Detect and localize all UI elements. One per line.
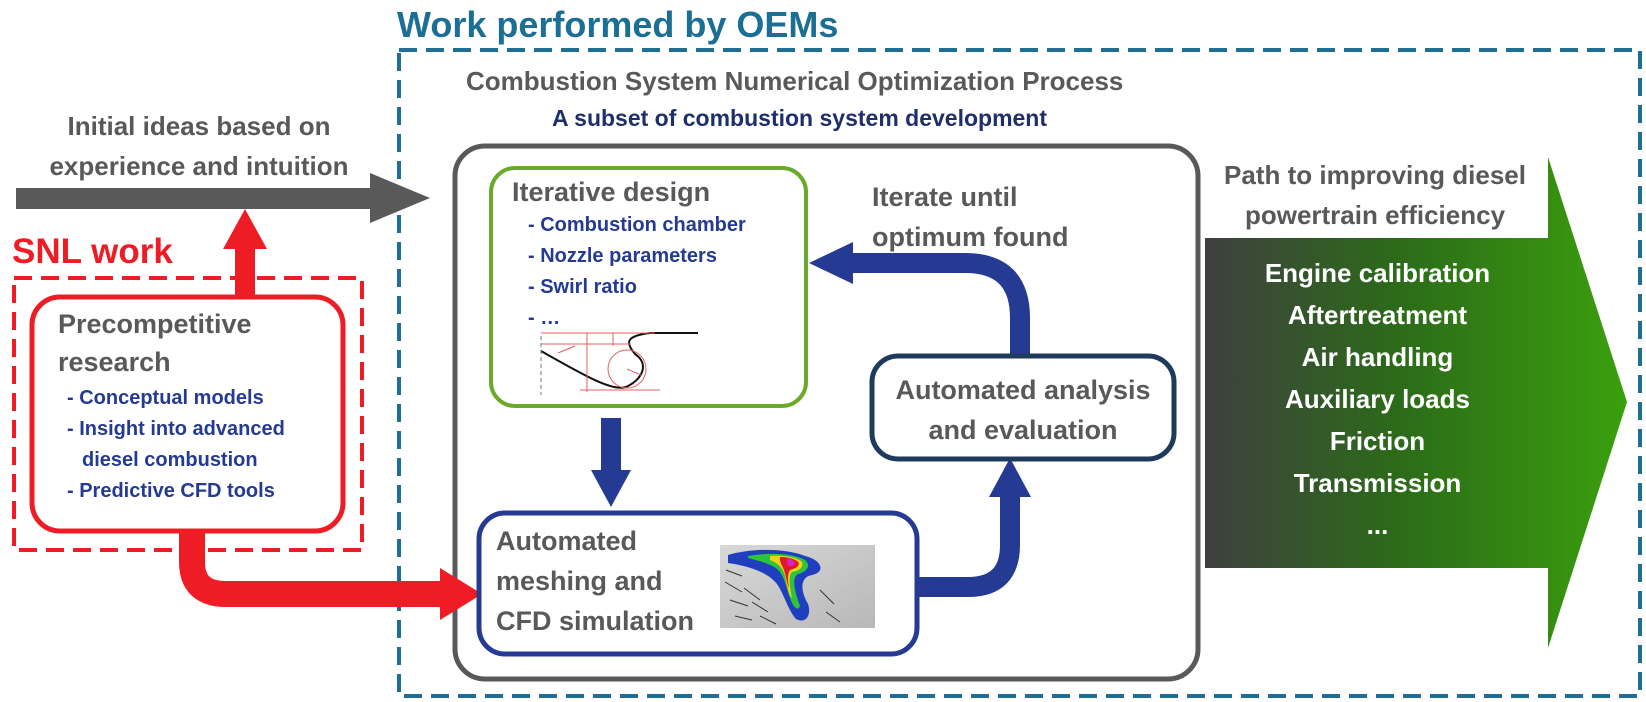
snl-up-arrow-head bbox=[223, 209, 267, 249]
list-item: ... bbox=[1366, 510, 1389, 540]
meshing-line3: CFD simulation bbox=[496, 606, 695, 636]
iterative-design-list: - Combustion chamber - Nozzle parameters… bbox=[528, 210, 746, 334]
meshing-to-analysis-arrow-head bbox=[989, 458, 1031, 497]
list-item: - Combustion chamber bbox=[528, 214, 746, 236]
precompetitive-box bbox=[29, 294, 346, 534]
list-item: Engine calibration bbox=[1264, 258, 1491, 288]
snl-to-meshing-arrow bbox=[179, 531, 448, 607]
meshing-line1: Automated bbox=[496, 526, 637, 556]
list-item: Auxiliary loads bbox=[1285, 384, 1470, 414]
cfd-plot-image bbox=[720, 545, 875, 628]
process-subtitle: A subset of combustion system developmen… bbox=[552, 105, 1048, 131]
analysis-line2: and evaluation bbox=[928, 415, 1118, 445]
analysis-line1: Automated analysis bbox=[895, 375, 1151, 405]
piston-bowl-sketch bbox=[540, 332, 698, 395]
list-item: - Predictive CFD tools bbox=[67, 480, 275, 502]
analysis-to-iterative-arrow bbox=[848, 253, 1030, 355]
oem-title: Work performed by OEMs bbox=[397, 4, 839, 45]
precompetitive-title-line2: research bbox=[58, 347, 171, 377]
down-arrow-shaft bbox=[601, 418, 621, 473]
initial-ideas-arrow-head bbox=[370, 173, 430, 223]
initial-ideas-arrow-shaft bbox=[16, 188, 378, 209]
precompetitive-title-line1: Precompetitive bbox=[58, 309, 252, 339]
iterate-line1: Iterate until bbox=[872, 182, 1018, 212]
meshing-line2: meshing and bbox=[496, 566, 663, 596]
efficiency-title-line1: Path to improving diesel bbox=[1224, 160, 1526, 190]
snl-work-label: SNL work bbox=[12, 232, 173, 271]
list-item: Transmission bbox=[1293, 468, 1462, 498]
meshing-to-analysis-arrow bbox=[917, 493, 1020, 597]
efficiency-path-arrow bbox=[1205, 157, 1627, 648]
analysis-to-iterative-arrow-head bbox=[809, 242, 853, 284]
list-item: - Insight into advanced bbox=[67, 418, 285, 440]
list-item: - Nozzle parameters bbox=[528, 245, 717, 267]
efficiency-title-line2: powertrain efficiency bbox=[1244, 200, 1506, 230]
process-title: Combustion System Numerical Optimization… bbox=[466, 66, 1124, 96]
initial-ideas-text: Initial ideas based on experience and in… bbox=[14, 106, 384, 186]
list-item: Aftertreatment bbox=[1287, 300, 1468, 330]
meshing-text: Automated meshing and CFD simulation bbox=[496, 521, 694, 641]
iterative-design-box bbox=[489, 166, 808, 408]
efficiency-list: Engine calibration Aftertreatment Air ha… bbox=[1205, 252, 1550, 546]
list-item: - Conceptual models bbox=[67, 387, 264, 409]
snl-up-arrow-shaft bbox=[235, 244, 255, 302]
down-arrow-head bbox=[591, 470, 631, 507]
precompetitive-content: Precompetitive research - Conceptual mod… bbox=[58, 305, 285, 507]
analysis-text: Automated analysis and evaluation bbox=[872, 370, 1174, 450]
iterative-design-content: Iterative design - Combustion chamber - … bbox=[512, 174, 746, 334]
initial-ideas-line1: Initial ideas based on bbox=[67, 111, 331, 141]
list-item: - Swirl ratio bbox=[528, 276, 637, 298]
initial-ideas-line2: experience and intuition bbox=[49, 151, 349, 181]
list-item: diesel combustion bbox=[82, 449, 258, 471]
precompetitive-list: - Conceptual models - Insight into advan… bbox=[67, 383, 285, 507]
list-item: Air handling bbox=[1301, 342, 1454, 372]
efficiency-path-title: Path to improving diesel powertrain effi… bbox=[1200, 155, 1550, 235]
iterate-until-label: Iterate until optimum found bbox=[872, 177, 1068, 257]
analysis-box bbox=[869, 353, 1177, 462]
snl-to-meshing-arrow-head bbox=[440, 568, 482, 620]
list-item: Friction bbox=[1329, 426, 1426, 456]
iterative-design-title: Iterative design bbox=[512, 177, 711, 207]
iterate-line2: optimum found bbox=[872, 222, 1069, 252]
efficiency-title-backdrop bbox=[1203, 155, 1548, 237]
list-item: - … bbox=[528, 307, 561, 329]
